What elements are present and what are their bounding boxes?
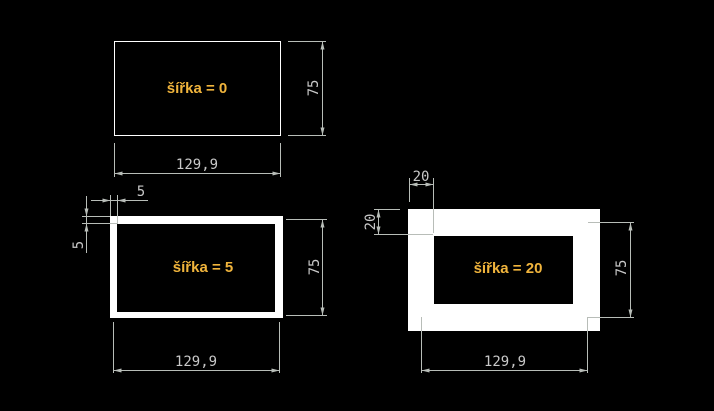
thick-rectangle	[408, 209, 600, 331]
thickness-horizontal-text: 5	[137, 184, 145, 200]
rectangle-label: šířka = 20	[474, 260, 543, 277]
width-dimension: 129,9	[421, 317, 588, 373]
height-dimension-text: 75	[307, 259, 323, 276]
rectangle-label: šířka = 0	[167, 80, 227, 97]
thickness-horizontal-dimension: 5	[91, 184, 148, 224]
thickness-vertical-dimension: 5	[71, 196, 117, 253]
rectangle-width-5: šířka = 5 75 129,9 5 5	[71, 184, 327, 373]
thickness-horizontal-dimension: 20	[409, 169, 434, 233]
thickness-vertical-text: 20	[363, 214, 379, 231]
thickness-horizontal-text: 20	[413, 169, 430, 185]
width-dimension: 129,9	[114, 143, 281, 177]
height-dimension: 75	[286, 219, 327, 316]
width-dimension-text: 129,9	[484, 354, 526, 370]
height-dimension: 75	[588, 222, 634, 318]
rectangle-width-20: šířka = 20 75 129,9 20 20	[363, 169, 634, 373]
rectangle-label: šířka = 5	[173, 259, 233, 276]
rectangle-width-0: šířka = 0 75 129,9	[114, 41, 326, 177]
rectangle-outline	[114, 41, 281, 136]
height-dimension-text: 75	[614, 260, 630, 277]
width-dimension: 129,9	[113, 322, 280, 373]
thickness-vertical-dimension: 20	[363, 209, 433, 235]
width-dimension-text: 129,9	[176, 157, 218, 173]
height-dimension-text: 75	[306, 80, 322, 97]
height-dimension: 75	[288, 41, 326, 136]
width-dimension-text: 129,9	[175, 354, 217, 370]
thickness-vertical-text: 5	[71, 241, 87, 249]
